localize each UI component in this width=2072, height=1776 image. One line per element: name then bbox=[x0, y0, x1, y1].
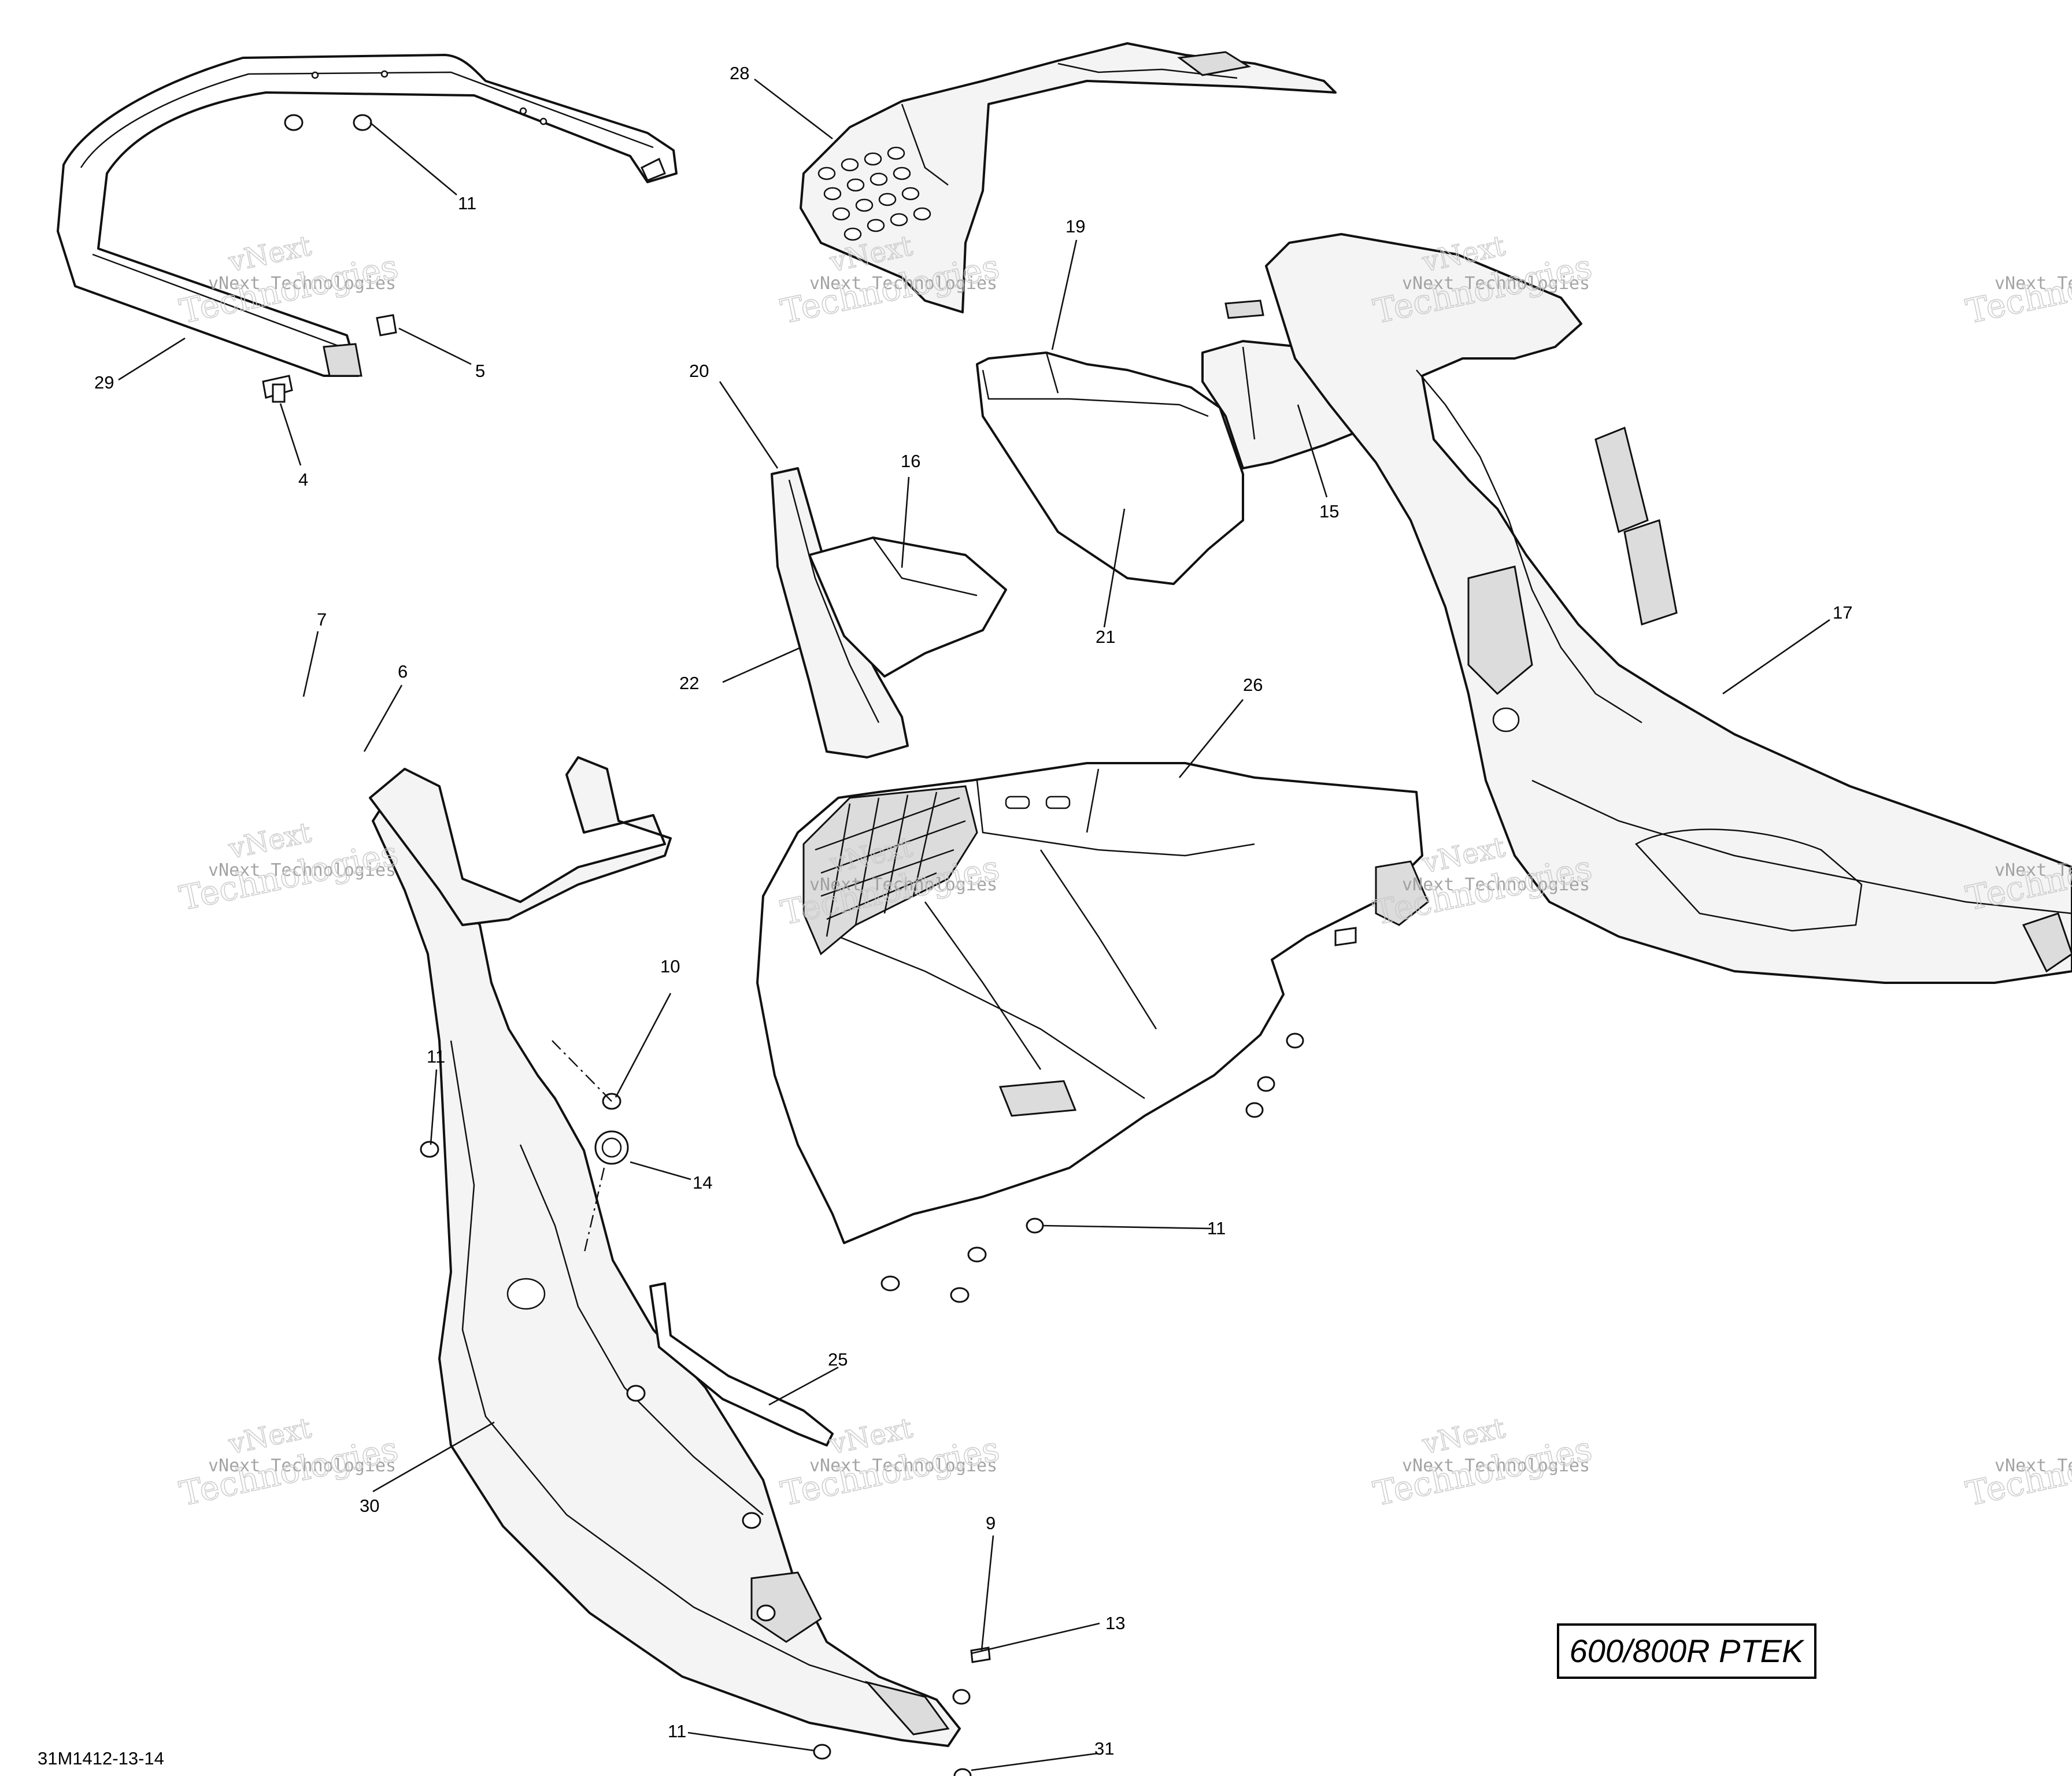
leader-lines bbox=[118, 78, 1830, 1771]
callout-19[interactable]: 19 bbox=[1065, 216, 1085, 236]
bracket-top-of-30 bbox=[369, 756, 672, 926]
watermark-text: vNext Technologies bbox=[1995, 1456, 2072, 1476]
part-26-front-fascia[interactable] bbox=[756, 762, 1429, 1244]
model-label-box: 600/800R PTEK bbox=[1557, 1623, 1816, 1679]
callout-14[interactable]: 14 bbox=[693, 1172, 712, 1193]
watermark-text: vNext Technologies bbox=[208, 273, 396, 294]
callout-13[interactable]: 13 bbox=[1105, 1613, 1125, 1633]
callout-10[interactable]: 10 bbox=[660, 956, 680, 976]
part-19-21-panel[interactable] bbox=[976, 352, 1244, 585]
callout-25[interactable]: 25 bbox=[828, 1349, 848, 1370]
watermark-text: vNext Technologies bbox=[208, 1456, 396, 1476]
fastener-clips-center[interactable] bbox=[880, 927, 1357, 1303]
callout-26[interactable]: 26 bbox=[1243, 675, 1263, 695]
callout-15[interactable]: 15 bbox=[1319, 501, 1339, 521]
callout-11-top[interactable]: 11 bbox=[458, 193, 476, 213]
watermark-text: vNext Technologies bbox=[809, 273, 997, 294]
callout-11-left[interactable]: 11 bbox=[427, 1046, 445, 1067]
callout-29[interactable]: 29 bbox=[94, 372, 114, 393]
watermark-text: vNext Technologies bbox=[1402, 875, 1590, 895]
watermark-text: vNext Technologies bbox=[1995, 860, 2072, 880]
callout-21[interactable]: 21 bbox=[1096, 627, 1115, 647]
callout-5[interactable]: 5 bbox=[475, 361, 485, 381]
diagram-reference: 31M1412-13-14 bbox=[38, 1748, 164, 1768]
watermark-outline: Technologies bbox=[1963, 1429, 2072, 1514]
part-29-bumper-bar[interactable] bbox=[57, 54, 678, 377]
callout-labels: 28 11 29 5 4 19 20 16 15 21 22 17 7 6 26… bbox=[94, 63, 1852, 1759]
callout-28[interactable]: 28 bbox=[730, 63, 749, 83]
watermark-text: vNext Technologies bbox=[208, 860, 396, 880]
callout-9[interactable]: 9 bbox=[986, 1513, 996, 1533]
watermark-outline: Technologies bbox=[1963, 247, 2072, 331]
watermark-text: vNext Technologies bbox=[1402, 1456, 1590, 1476]
fascia-grille bbox=[802, 785, 978, 956]
part-25-trim-strip[interactable] bbox=[649, 1282, 834, 1446]
watermark-text: vNext Technologies bbox=[1402, 273, 1590, 294]
callout-7[interactable]: 7 bbox=[317, 609, 327, 630]
watermark-text: vNext Technologies bbox=[809, 1456, 997, 1476]
callout-17[interactable]: 17 bbox=[1833, 602, 1852, 623]
callout-31[interactable]: 31 bbox=[1094, 1738, 1114, 1759]
watermark-text: vNext Technologies bbox=[809, 875, 997, 895]
callout-30[interactable]: 30 bbox=[360, 1496, 379, 1516]
model-label: 600/800R PTEK bbox=[1570, 1633, 1805, 1669]
callout-20[interactable]: 20 bbox=[689, 361, 709, 381]
part-30-lower-side-panel[interactable] bbox=[369, 756, 961, 1747]
callout-6[interactable]: 6 bbox=[398, 661, 408, 682]
watermark-text: vNext Technologies bbox=[1995, 273, 2072, 294]
callout-11-center[interactable]: 11 bbox=[1207, 1218, 1226, 1238]
part-28-vented-panel[interactable] bbox=[800, 42, 1337, 313]
callout-11-bottom[interactable]: 11 bbox=[668, 1721, 686, 1741]
callout-16[interactable]: 16 bbox=[901, 451, 920, 471]
part-17-side-panel[interactable] bbox=[1265, 233, 2072, 984]
callout-4[interactable]: 4 bbox=[298, 469, 308, 490]
callout-22[interactable]: 22 bbox=[679, 673, 699, 693]
vent-holes bbox=[817, 146, 931, 241]
